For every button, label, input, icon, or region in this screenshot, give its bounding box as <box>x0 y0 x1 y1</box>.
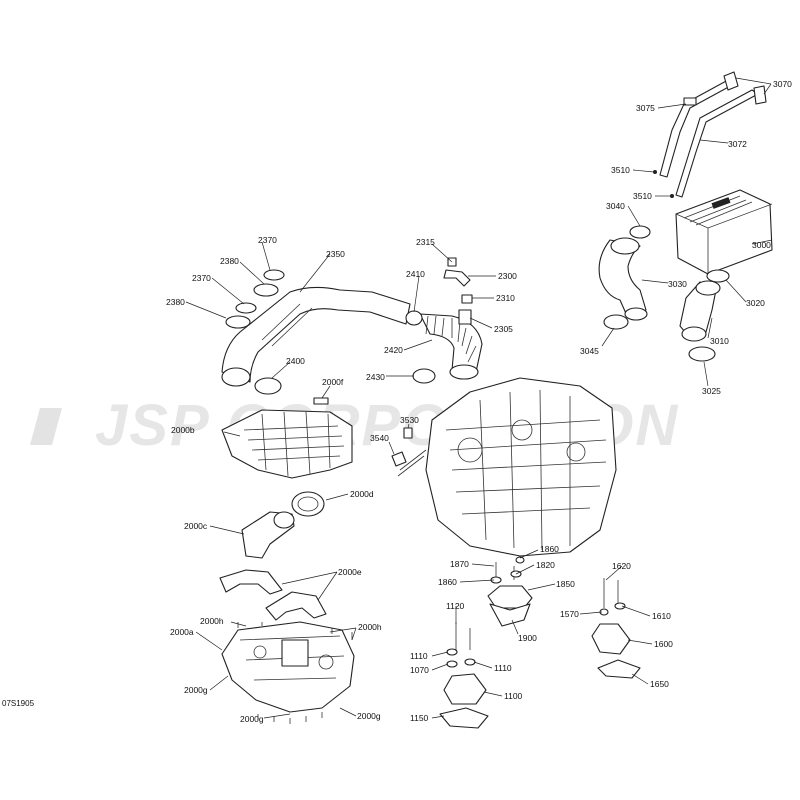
diagram-reference-code: 07S1905 <box>2 699 35 708</box>
oil-pan-2000a <box>221 621 355 713</box>
clamp-3045 <box>603 314 629 330</box>
callout-2370: 2370 <box>192 273 211 283</box>
intercooler-core <box>675 189 773 275</box>
callout-2315: 2315 <box>416 237 435 247</box>
callout-2000c: 2000c <box>184 521 208 531</box>
callout-3040: 3040 <box>606 201 625 211</box>
callout-3075: 3075 <box>636 103 655 113</box>
callout-3010: 3010 <box>710 336 729 346</box>
callout-1110: 1110 <box>494 663 512 673</box>
clamp-2410 <box>405 310 423 326</box>
intake-tube-group <box>221 257 483 395</box>
callout-1610: 1610 <box>652 611 671 621</box>
callout-1650: 1650 <box>650 679 669 689</box>
fitting-3530 <box>403 427 413 439</box>
callout-2305: 2305 <box>494 324 513 334</box>
callout-3030: 3030 <box>668 279 687 289</box>
ring-2370a <box>263 269 285 281</box>
callout-2000e: 2000e <box>338 567 362 577</box>
callout-1860: 1860 <box>438 577 457 587</box>
bellows-2420 <box>419 313 483 373</box>
manifold-cover-2000b <box>221 409 353 479</box>
engine-block <box>391 377 617 557</box>
callout-1100: 1100 <box>504 691 523 701</box>
callout-2380: 2380 <box>220 256 239 266</box>
callout-3510: 3510 <box>633 191 652 201</box>
callout-2000d: 2000d <box>350 489 374 499</box>
clamp-3040 <box>629 225 651 239</box>
callout-2310: 2310 <box>496 293 515 303</box>
callout-1900: 1900 <box>518 633 537 643</box>
callout-3540: 3540 <box>370 433 389 443</box>
callout-2350: 2350 <box>326 249 345 259</box>
callout-1600: 1600 <box>654 639 673 649</box>
callout-3070: 3070 <box>773 79 792 89</box>
engine-mount-1850 <box>487 556 533 627</box>
callout-2000h: 2000h <box>358 622 382 632</box>
elbow-2000e-lower <box>265 591 327 621</box>
clamp-3025 <box>688 346 716 362</box>
manifold-group <box>219 397 355 724</box>
callout-3020: 3020 <box>746 298 765 308</box>
callout-1070: 1070 <box>410 665 429 675</box>
leader-lines <box>185 77 773 719</box>
callout-2300: 2300 <box>498 271 517 281</box>
clamp-3020 <box>706 269 730 283</box>
bracket-1150 <box>439 707 489 729</box>
callout-3000: 3000 <box>752 240 771 250</box>
label-2000f <box>313 397 329 405</box>
bracket-1900 <box>489 603 531 627</box>
callout-2370: 2370 <box>258 235 277 245</box>
callout-labels: 3070 3075 3072 3510 3510 3040 3000 3030 … <box>166 79 792 724</box>
callout-3072: 3072 <box>728 139 747 149</box>
ring-2380b <box>225 315 251 329</box>
callout-2000g: 2000g <box>357 711 381 721</box>
callout-3530: 3530 <box>400 415 419 425</box>
intercooler-group <box>598 71 773 362</box>
hose-2300 <box>443 269 471 287</box>
callout-2420: 2420 <box>384 345 403 355</box>
callout-2400: 2400 <box>286 356 305 366</box>
callout-1820: 1820 <box>536 560 555 570</box>
seal-2000d <box>291 491 325 517</box>
callout-2000b: 2000b <box>171 425 195 435</box>
clip-3070a <box>723 71 739 91</box>
callout-3045: 3045 <box>580 346 599 356</box>
callout-3025: 3025 <box>702 386 721 396</box>
callout-1620: 1620 <box>612 561 631 571</box>
callout-1860: 1860 <box>540 544 559 554</box>
callout-2380: 2380 <box>166 297 185 307</box>
callout-1570: 1570 <box>560 609 579 619</box>
fitting-2305 <box>458 309 472 325</box>
callout-2000h: 2000h <box>200 616 224 626</box>
engine-mount-1600 <box>591 578 641 679</box>
clip-3075 <box>683 97 697 106</box>
intake-tube-2350 <box>221 286 411 383</box>
fitting-2310 <box>461 294 473 304</box>
callout-1850: 1850 <box>556 579 575 589</box>
bracket-1650 <box>597 659 641 679</box>
ring-2370b <box>235 302 257 314</box>
callout-2410: 2410 <box>406 269 425 279</box>
callout-1870: 1870 <box>450 559 469 569</box>
engine-mount-1100 <box>439 622 489 729</box>
callout-2000f: 2000f <box>322 377 344 387</box>
clip-3070b <box>753 85 767 105</box>
clamp-2400 <box>254 377 282 395</box>
callout-2000g: 2000g <box>240 714 264 724</box>
callout-3510: 3510 <box>611 165 630 175</box>
callout-1110: 1110 <box>410 651 428 661</box>
callout-2000g: 2000g <box>184 685 208 695</box>
callout-1120: 1120 <box>446 601 465 611</box>
clamp-2430 <box>412 368 436 384</box>
callout-2000a: 2000a <box>170 627 194 637</box>
ring-2380a <box>253 283 279 297</box>
hose-3030 <box>598 239 647 319</box>
fitting-3540 <box>391 451 407 467</box>
elbow-2000e-upper <box>219 569 283 595</box>
callout-1150: 1150 <box>410 713 429 723</box>
callout-2430: 2430 <box>366 372 385 382</box>
